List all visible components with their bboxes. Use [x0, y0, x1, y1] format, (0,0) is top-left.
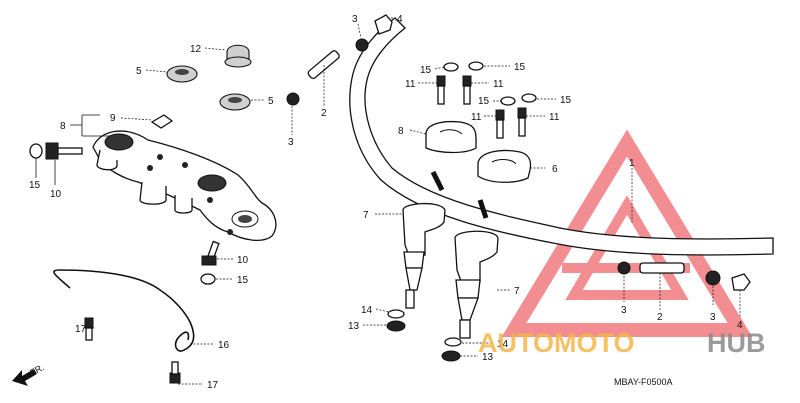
bolt-11-a: [436, 75, 446, 105]
callout-9: 9: [110, 113, 116, 124]
callout-2-top: 2: [321, 108, 327, 119]
lower-holder-7-left: [402, 202, 446, 309]
bolt-11-d: [517, 107, 527, 137]
washer-14-left: [387, 309, 405, 319]
callout-11-b: 11: [493, 79, 504, 90]
washer-15-a: [443, 62, 459, 72]
callout-3-right-a: 3: [621, 305, 627, 316]
callout-10-lower: 10: [237, 255, 249, 266]
plate-9: [150, 114, 174, 129]
callout-7-right: 7: [514, 286, 520, 297]
callout-8-right: 8: [398, 126, 404, 137]
bolt-10-lower: [200, 240, 220, 285]
bolt-11-c: [495, 109, 505, 139]
bolt-10-left: [29, 142, 83, 160]
bolt-17-lower: [169, 361, 181, 384]
callout-3-right-b: 3: [710, 312, 716, 323]
callout-14-right: 14: [497, 339, 509, 350]
callout-10-left: 10: [50, 189, 62, 200]
callout-14-left: 14: [361, 305, 373, 316]
callout-15-d: 15: [560, 95, 572, 106]
grommet-5-left: [166, 65, 198, 83]
washer-15-d: [521, 93, 537, 103]
clip-4-top: [374, 14, 393, 35]
end-weight-2-top: [307, 50, 340, 80]
callout-15-b: 15: [514, 62, 526, 73]
callout-8-left: 8: [60, 121, 66, 132]
bolt-17-upper: [84, 317, 94, 341]
upper-holder-8: [425, 120, 477, 154]
callouts: 1 2 2 3 3 3 3 4 4 5 5 6 7 7 8 8 9 10 10 …: [29, 14, 743, 391]
lower-holder-7-right: [454, 230, 499, 339]
callout-17-lower: 17: [207, 380, 219, 391]
top-bridge: [92, 130, 277, 242]
clip-4-right: [731, 273, 751, 291]
callout-5-left: 5: [136, 66, 142, 77]
wire-clip-16: [53, 269, 195, 352]
callout-15-lower: 15: [237, 275, 249, 286]
cap-12: [224, 44, 252, 68]
nut-3-right-b: [705, 270, 721, 286]
callout-11-a: 11: [405, 79, 416, 90]
nut-3-top-right: [355, 38, 369, 52]
callout-2-right: 2: [657, 312, 663, 323]
bolt-11-b: [462, 75, 472, 105]
callout-15-left: 15: [29, 180, 41, 191]
callout-12: 12: [190, 44, 202, 55]
callout-16: 16: [218, 340, 230, 351]
washer-15-b: [468, 61, 484, 71]
nut-13-right: [441, 350, 461, 362]
callout-4-top: 4: [397, 14, 403, 25]
callout-1: 1: [629, 158, 635, 169]
washer-14-right: [444, 337, 462, 347]
watermark-text-right: HUB: [707, 328, 766, 358]
grommet-5-right: [219, 93, 251, 111]
nut-13-left: [386, 320, 406, 332]
callout-3-left: 3: [288, 137, 294, 148]
end-weight-2-right: [639, 262, 685, 274]
callout-6: 6: [552, 164, 558, 175]
callout-11-c: 11: [471, 112, 482, 123]
callout-13-left: 13: [348, 321, 360, 332]
front-arrow-icon: [12, 369, 37, 386]
callout-7-left: 7: [363, 210, 369, 221]
washer-15-c: [500, 96, 516, 106]
leader-lines: [35, 17, 741, 385]
diagram-code: MBAY-F0500A: [614, 377, 673, 387]
callout-3-top: 3: [352, 14, 358, 25]
front-label: FR.: [28, 362, 45, 378]
nut-3-top-left: [286, 92, 300, 106]
callout-17-upper: 17: [75, 324, 87, 335]
nut-3-right-a: [617, 261, 631, 275]
callout-4-right: 4: [737, 320, 743, 331]
callout-5-right: 5: [268, 96, 274, 107]
callout-15-c: 15: [478, 96, 490, 107]
callout-13-right: 13: [482, 352, 494, 363]
callout-15-a: 15: [420, 65, 432, 76]
callout-11-d: 11: [549, 112, 560, 123]
watermark-text-left: AUTOMOTO: [478, 328, 635, 358]
upper-holder-6: [477, 149, 532, 183]
handlebar-pipe: [349, 17, 774, 256]
